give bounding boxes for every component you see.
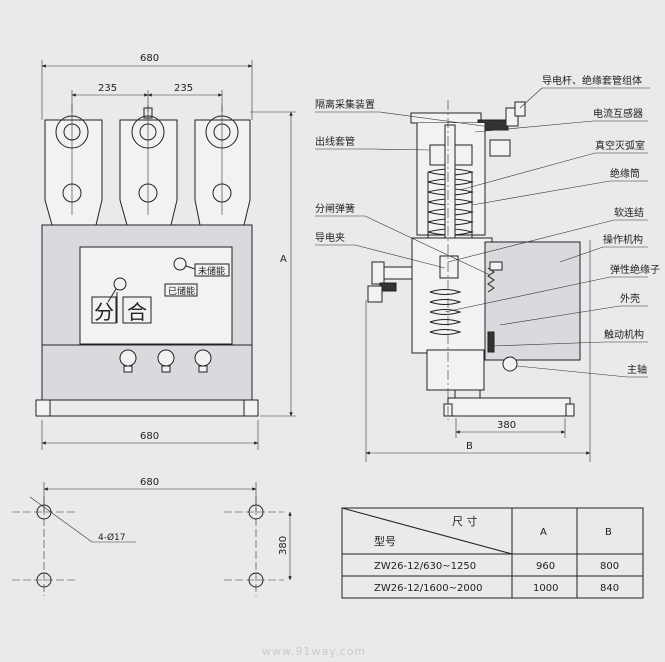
callout-conductive-clamp: 导电夹	[315, 231, 345, 244]
table-row-1-model: ZW26-12/630~1250	[374, 561, 476, 572]
lever-knob[interactable]	[113, 277, 127, 291]
table-row-2-a: 1000	[533, 583, 558, 594]
callout-elastic-insulator: 弹性绝缘子	[610, 263, 660, 276]
front-view: 680 235 235	[35, 53, 296, 450]
callout-vacuum-interrupter: 真空灭弧室	[595, 139, 645, 152]
mounting-view: 680 4-Ø17 380	[12, 477, 292, 596]
open-button[interactable]	[91, 296, 117, 324]
front-overall-width: 680	[140, 53, 159, 64]
mount-holes-label: 4-Ø17	[98, 532, 126, 543]
table-row-2-b: 840	[600, 583, 619, 594]
callouts-right: 导电杆、绝缘套管组体 电流互感器 真空灭弧室 绝缘筒 软连结 操作机构 弹性绝缘…	[444, 74, 660, 378]
callout-operating-mechanism: 操作机构	[603, 233, 643, 246]
control-panel	[79, 246, 233, 345]
callout-flexible-connection: 软连结	[614, 206, 644, 219]
callout-opening-spring: 分闸弹簧	[315, 202, 355, 215]
charged-label: 已储能	[168, 285, 195, 297]
table-row-2-model: ZW26-12/1600~2000	[374, 583, 482, 594]
front-spacing-left: 235	[98, 83, 117, 94]
bottom-bushings	[119, 349, 212, 373]
callout-housing: 外壳	[620, 292, 640, 305]
open-label: 分	[94, 300, 114, 324]
pole-left	[44, 105, 103, 226]
callout-main-shaft: 主轴	[627, 363, 647, 376]
side-depth: 380	[497, 420, 516, 431]
front-height-label: A	[280, 254, 287, 265]
callout-outlet-bushing: 出线套管	[315, 135, 355, 148]
callout-isolation-device: 隔离采集装置	[315, 98, 375, 111]
pole-right	[194, 105, 251, 226]
callout-insulating-cylinder: 绝缘筒	[610, 167, 640, 180]
table-row-1-b: 800	[600, 561, 619, 572]
watermark: www.91way.com	[262, 645, 366, 658]
not-charged-label: 未储能	[198, 265, 225, 277]
close-label: 合	[127, 300, 147, 324]
table-header-model: 型号	[374, 534, 396, 548]
callouts-left: 隔离采集装置 出线套管 分闸弹簧 导电夹	[315, 98, 499, 276]
pole-middle	[119, 105, 178, 226]
indicator-knob	[173, 257, 187, 271]
table-header-size: 尺 寸	[452, 514, 478, 528]
dimension-table: 尺 寸 型号 A B ZW26-12/630~1250 960 800 ZW26…	[341, 507, 644, 599]
front-spacing-right: 235	[174, 83, 193, 94]
front-base-width: 680	[140, 431, 159, 442]
mount-depth: 380	[278, 536, 289, 555]
table-header-a: A	[540, 527, 547, 538]
mount-width: 680	[140, 477, 159, 488]
table-row-1-a: 960	[536, 561, 555, 572]
table-header-b: B	[605, 527, 612, 538]
callout-drive-mechanism: 触动机构	[604, 328, 644, 341]
side-overall-label: B	[466, 441, 473, 452]
callout-current-transformer: 电流互感器	[593, 107, 643, 120]
callout-rod-bushing-assembly: 导电杆、绝缘套管组体	[542, 74, 642, 87]
close-button[interactable]	[122, 296, 152, 324]
side-view: 380 B	[365, 100, 591, 462]
